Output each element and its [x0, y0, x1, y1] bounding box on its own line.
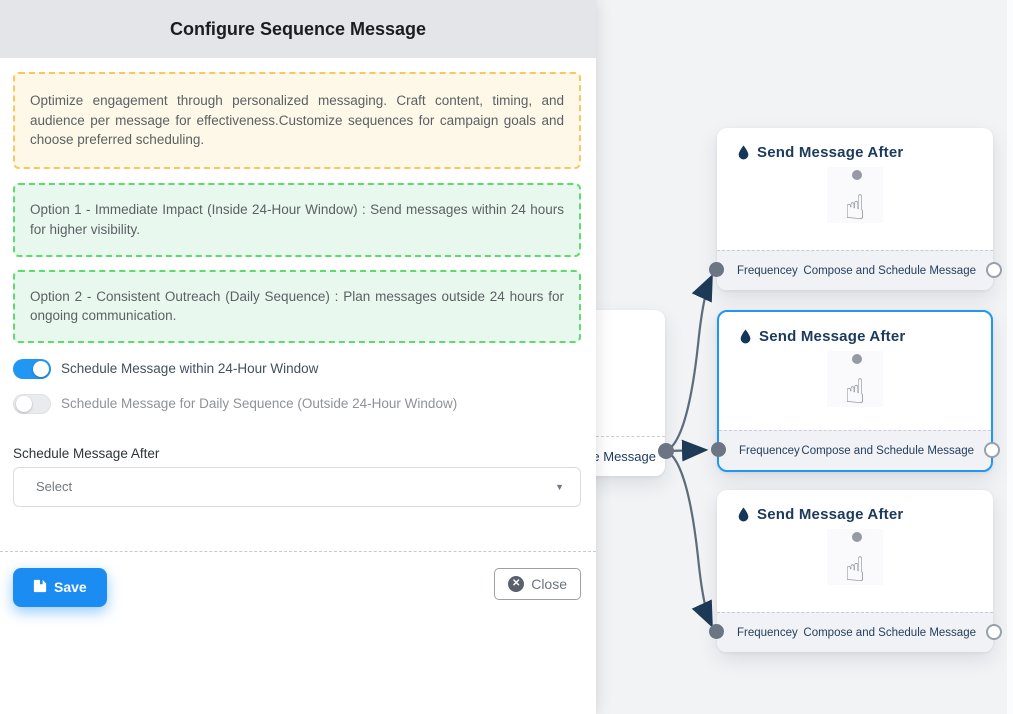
schedule-after-select[interactable]: Select ▼ [13, 466, 581, 507]
footer-divider [0, 550, 596, 552]
input-port[interactable] [709, 624, 724, 639]
droplet-icon [737, 507, 750, 522]
input-port[interactable] [711, 442, 726, 457]
tap-hand-icon: ☝ [827, 351, 883, 409]
caret-down-icon: ▼ [555, 481, 564, 492]
panel-title: Configure Sequence Message [169, 18, 427, 39]
toggle-daily-sequence-label: Schedule Message for Daily Sequence (Out… [61, 396, 458, 412]
input-port[interactable] [709, 262, 724, 277]
node-title: Send Message After [757, 144, 904, 161]
node-send-message-after-3[interactable]: Send Message After ☝ Frequencey Compose … [709, 490, 1002, 652]
circle-x-icon: ✕ [508, 575, 525, 592]
schedule-message-after-label: Schedule Message After [13, 445, 160, 461]
notice-optimize-engagement: Optimize engagement through personalized… [13, 72, 581, 170]
tap-hand-icon: ☝ [827, 529, 883, 587]
tap-hand-icon: ☝ [827, 167, 883, 225]
output-port[interactable] [986, 262, 1002, 278]
close-button[interactable]: ✕ Close [494, 567, 581, 600]
configure-sequence-panel: Configure Sequence Message Optimize enga… [0, 0, 596, 714]
node-input-label: Frequencey [737, 264, 798, 277]
toggle-within-24h-label: Schedule Message within 24-Hour Window [61, 361, 319, 377]
node-send-message-after-1[interactable]: Send Message After ☝ Frequencey Compose … [709, 128, 1002, 290]
output-port[interactable] [986, 624, 1002, 640]
save-button[interactable]: Save [13, 567, 107, 607]
toggle-knob [33, 360, 49, 377]
node-input-label: Frequencey [737, 626, 798, 639]
toggle-knob [16, 395, 32, 412]
node-send-message-after-2[interactable]: Send Message After ☝ Frequencey Compose … [711, 310, 1000, 472]
panel-header: Configure Sequence Message [0, 0, 596, 58]
select-value: Select [36, 479, 73, 495]
source-output-label: ce Message [540, 436, 665, 476]
node-title: Send Message After [757, 506, 904, 523]
floppy-icon [33, 579, 47, 596]
canvas-right-edge [1007, 0, 1013, 714]
node-input-label: Frequencey [739, 444, 800, 457]
toggle-daily-sequence[interactable] [13, 393, 51, 414]
node-output-label: Compose and Schedule Message [803, 264, 976, 277]
node-output-label: Compose and Schedule Message [801, 444, 974, 457]
close-button-label: Close [531, 575, 567, 592]
source-output-port[interactable] [658, 443, 674, 459]
toggle-within-24h[interactable] [13, 358, 51, 379]
notice-option-2: Option 2 - Consistent Outreach (Daily Se… [13, 269, 581, 343]
node-output-label: Compose and Schedule Message [803, 626, 976, 639]
notice-option-1: Option 1 - Immediate Impact (Inside 24-H… [13, 183, 581, 257]
droplet-icon [737, 145, 750, 160]
node-title: Send Message After [759, 328, 906, 345]
save-button-label: Save [54, 579, 87, 596]
droplet-icon [739, 329, 752, 344]
output-port[interactable] [984, 442, 1000, 458]
